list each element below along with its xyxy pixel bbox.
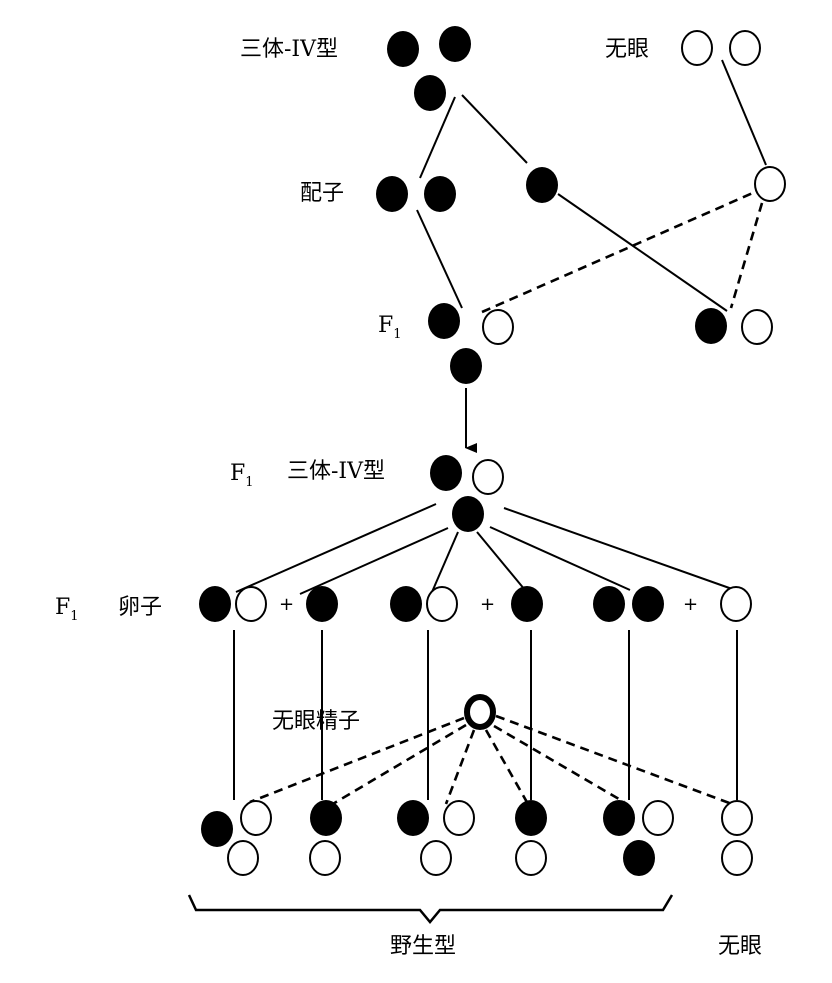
label-wild-type: 野生型 [390,934,456,959]
f1-chromosomes-top [428,303,773,384]
vertical-lines [233,630,738,800]
trisomy-chromosomes [387,26,471,111]
eyeless-chromosomes [681,30,761,66]
label-trisomy-iv: 三体-IV型 [240,37,338,62]
label-eyeless-sperm: 无眼精子 [272,709,360,734]
meiosis-lines-top [416,59,767,314]
progeny-chromosomes [201,800,753,876]
label-f1-egg-f: F1 [55,595,79,624]
f1-trisomy-chromosomes [430,455,504,532]
brace [187,894,674,924]
plus-2: + [480,594,495,615]
label-f1-mid: F1 [230,461,254,490]
label-eyeless: 无眼 [605,37,649,62]
plus-1: + [279,594,294,615]
segregation-lines [235,503,736,595]
gamete-chromosomes [376,166,786,212]
fertilization-dashed-lines [249,714,733,810]
egg-chromosomes [199,586,752,622]
label-egg: 卵子 [118,595,162,620]
label-eyeless-result: 无眼 [718,934,762,959]
label-f1-trisomy: 三体-IV型 [287,459,385,484]
label-f1-top: F1 [378,313,402,342]
plus-3: + [683,594,698,615]
eyeless-sperm-chromosome [464,694,496,730]
label-gamete: 配子 [300,181,344,206]
